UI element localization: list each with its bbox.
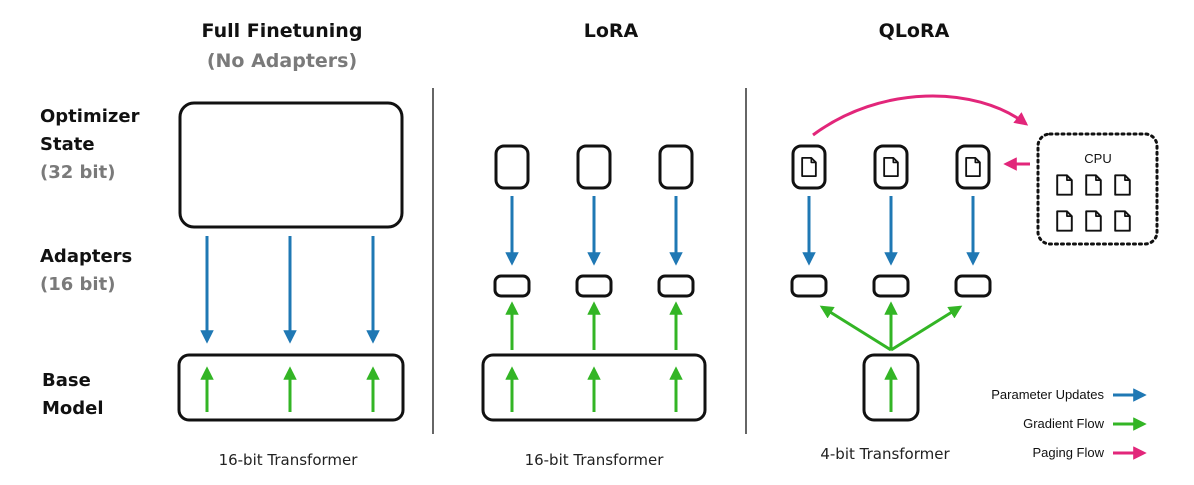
qlora-adapter-1 <box>790 274 828 298</box>
lora-adapter-2 <box>575 274 613 298</box>
paging-arrow-to-cpu <box>812 94 1029 137</box>
page-icon <box>1114 210 1131 232</box>
lora-adapter-3 <box>657 274 695 298</box>
row-label-adapters-2: (16 bit) <box>40 274 115 295</box>
cpu-label: CPU <box>1084 151 1111 166</box>
legend-label-gradient-flow: Gradient Flow <box>1023 416 1105 431</box>
page-icon <box>1114 174 1131 196</box>
row-label-optimizer-1: Optimizer <box>40 106 140 127</box>
row-label-base-1: Base <box>42 370 91 391</box>
lora-adapter-1 <box>493 274 531 298</box>
page-icon <box>1056 210 1073 232</box>
legend-label-paging-flow: Paging Flow <box>1032 445 1104 460</box>
qlora-adapter-gradient-1 <box>819 305 892 352</box>
row-label-optimizer-2: State <box>40 134 95 155</box>
qlora-adapter-2 <box>872 274 910 298</box>
page-icon <box>1085 174 1102 196</box>
page-icon <box>1056 174 1073 196</box>
lora-optimizer-box-3 <box>658 144 694 190</box>
qlora-caption: 4-bit Transformer <box>820 445 950 463</box>
col-title-lora: LoRA <box>584 20 639 42</box>
lora-optimizer-box-2 <box>576 144 612 190</box>
full-optimizer-box <box>178 101 404 229</box>
qlora-adapter-3 <box>954 274 992 298</box>
row-label-optimizer-3: (32 bit) <box>40 162 115 183</box>
page-icon <box>965 156 981 178</box>
col-title-qlora: QLoRA <box>879 20 950 42</box>
lora-optimizer-box-1 <box>494 144 530 190</box>
page-icon <box>883 156 899 178</box>
lora-caption: 16-bit Transformer <box>525 451 665 469</box>
col-subtitle-no-adapters: (No Adapters) <box>207 50 357 72</box>
page-icon <box>801 156 817 178</box>
row-label-base-2: Model <box>42 398 104 419</box>
row-label-adapters-1: Adapters <box>40 246 132 267</box>
legend-label-parameter-updates: Parameter Updates <box>991 387 1104 402</box>
page-icon <box>1085 210 1102 232</box>
col-title-full-finetuning: Full Finetuning <box>202 20 363 42</box>
full-caption: 16-bit Transformer <box>219 451 359 469</box>
qlora-adapter-gradient-3 <box>890 305 963 352</box>
